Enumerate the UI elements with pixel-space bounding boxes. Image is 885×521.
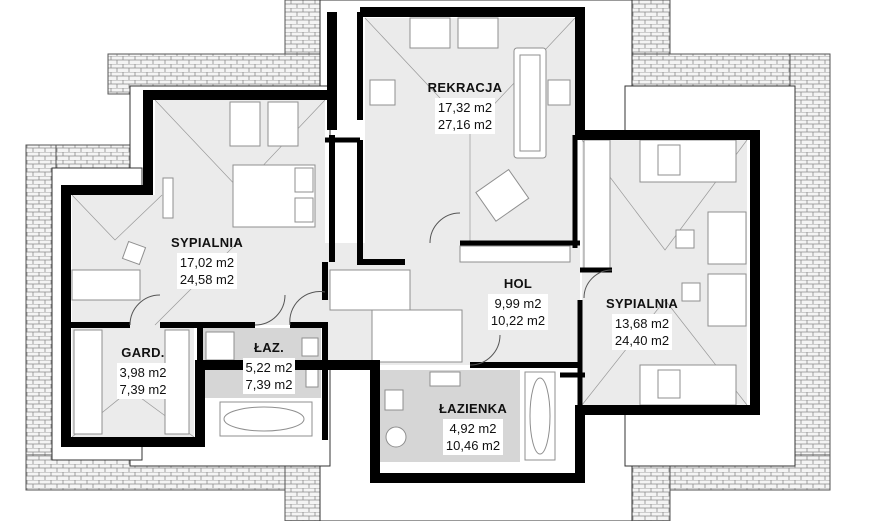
doors <box>129 212 613 366</box>
furniture <box>71 17 747 461</box>
